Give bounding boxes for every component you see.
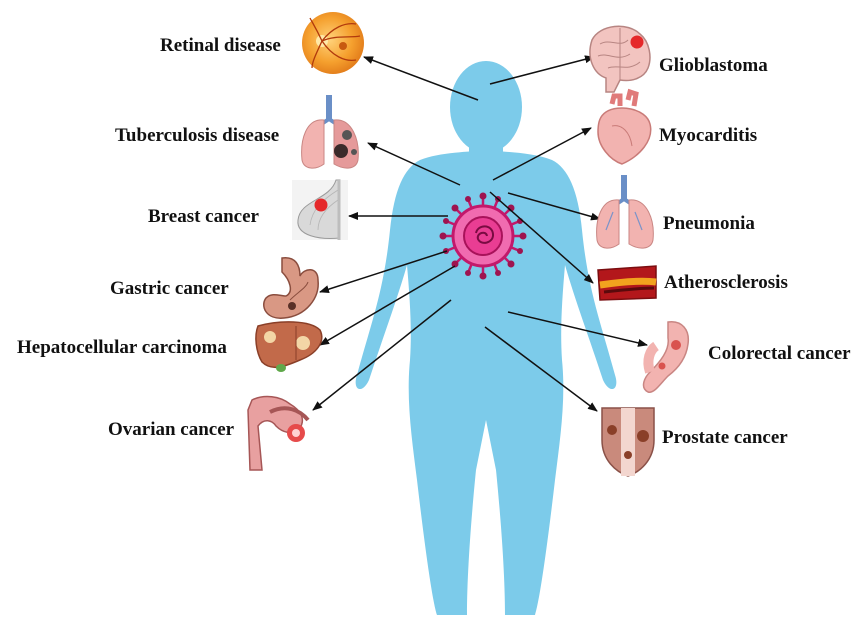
lungs-icon — [302, 95, 359, 168]
virus-icon — [440, 193, 527, 280]
colon-icon — [644, 322, 689, 393]
label-prostate-cancer: Prostate cancer — [662, 427, 788, 449]
label-ovarian-cancer: Ovarian cancer — [108, 419, 234, 441]
human-body-icon — [356, 61, 617, 615]
uterus-icon — [248, 397, 308, 470]
label-glioblastoma: Glioblastoma — [659, 55, 768, 77]
brain-icon — [590, 26, 650, 92]
label-pneumonia: Pneumonia — [663, 213, 755, 235]
liver-icon — [256, 322, 322, 372]
breast-icon — [292, 180, 348, 240]
label-hepatocellular-carcinoma: Hepatocellular carcinoma — [17, 337, 227, 359]
label-atherosclerosis: Atherosclerosis — [664, 272, 788, 294]
heart-icon — [598, 92, 651, 164]
label-myocarditis: Myocarditis — [659, 125, 757, 147]
label-colorectal-cancer: Colorectal cancer — [708, 343, 851, 365]
lungs-icon — [597, 175, 654, 248]
label-tuberculosis-disease: Tuberculosis disease — [115, 125, 279, 147]
stomach-icon — [264, 258, 318, 318]
label-retinal-disease: Retinal disease — [160, 35, 281, 57]
label-breast-cancer: Breast cancer — [148, 206, 259, 228]
label-gastric-cancer: Gastric cancer — [110, 278, 229, 300]
prostate-icon — [602, 408, 654, 476]
retina-icon — [302, 12, 364, 74]
artery-icon — [598, 266, 656, 300]
